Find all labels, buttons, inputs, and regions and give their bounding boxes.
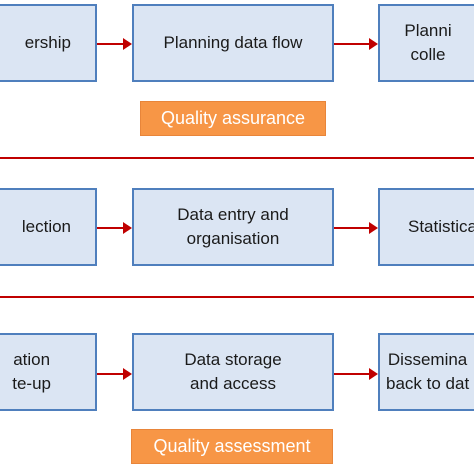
divider-2	[0, 296, 474, 298]
row1-box-planning-data-flow: Planning data flow	[132, 4, 334, 82]
row2-box-data-entry: Data entry and organisation	[132, 188, 334, 266]
row2-box-collection: lection	[0, 188, 97, 266]
row3-box-dissemination: Dissemina back to dat	[378, 333, 474, 411]
row3-arrow-2	[334, 368, 378, 380]
row1-box-planning-collection: Planni colle	[378, 4, 474, 82]
row2-arrow-1	[97, 222, 132, 234]
row3-box-interpretation: ation te-up	[0, 333, 97, 411]
row2-arrow-2	[334, 222, 378, 234]
quality-assessment-badge: Quality assessment	[131, 429, 333, 464]
row2-box-statistical: Statistica	[378, 188, 474, 266]
row1-arrow-2	[334, 38, 378, 50]
row1-arrow-1	[97, 38, 132, 50]
row1-box-ownership: ership	[0, 4, 97, 82]
row3-box-data-storage: Data storage and access	[132, 333, 334, 411]
divider-1	[0, 157, 474, 159]
row3-arrow-1	[97, 368, 132, 380]
quality-assurance-badge: Quality assurance	[140, 101, 326, 136]
